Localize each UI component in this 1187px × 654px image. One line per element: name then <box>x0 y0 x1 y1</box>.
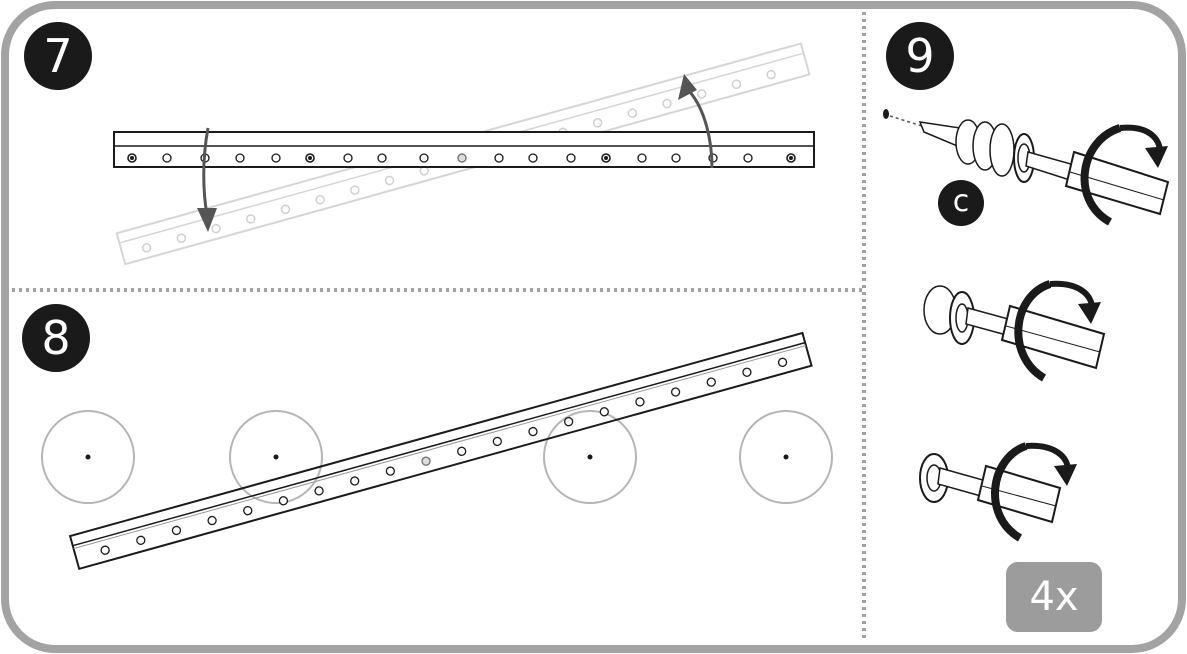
rail-hole <box>314 486 324 496</box>
rotate-arrow-icon <box>991 442 1028 542</box>
stud-marker-icon <box>41 410 135 504</box>
stud-marker-icon <box>739 410 833 504</box>
tilted-rail <box>68 331 813 571</box>
step7-panel <box>113 42 815 266</box>
rail-hole <box>494 153 504 163</box>
ghost-hole <box>592 118 603 128</box>
rail-hole <box>243 506 253 516</box>
rail-hole <box>419 153 429 163</box>
rail-hole <box>136 535 146 545</box>
rail-hole-dot <box>604 156 608 160</box>
ghost-hole <box>627 108 638 118</box>
screw-icon <box>919 453 991 503</box>
rail-hole-center <box>457 153 467 163</box>
rail-hole-dot <box>789 156 793 160</box>
quantity-badge: 4x <box>1006 562 1102 632</box>
rail-hole <box>100 545 110 555</box>
ghost-hole <box>211 223 221 234</box>
rail-hole <box>457 446 467 456</box>
rail-hole <box>492 436 502 447</box>
ghost-hole <box>315 194 325 205</box>
rail-hole-dot <box>308 156 312 160</box>
ghost-hole <box>141 243 152 253</box>
rail-hole <box>743 153 753 163</box>
step-8-badge: 8 <box>22 304 90 372</box>
rail-hole <box>385 466 396 476</box>
rail-hole <box>777 357 788 367</box>
screwdriver-icon <box>976 442 1077 542</box>
ghost-hole <box>696 89 707 99</box>
rail-hole <box>563 417 574 427</box>
level-rail <box>113 131 815 168</box>
ghost-hole <box>176 233 187 243</box>
ghost-hole <box>245 214 256 224</box>
rotate-arrow-icon <box>1014 280 1052 382</box>
rail-hole <box>235 153 245 163</box>
rail-hole <box>635 397 645 407</box>
ghost-hole <box>350 185 360 195</box>
rail-hole-center <box>421 456 431 466</box>
arrow-head-up <box>678 74 697 100</box>
rail-hole <box>528 153 538 163</box>
rail-hole <box>343 153 353 163</box>
wall-anchor-icon <box>918 119 1035 183</box>
stud-marker-icon <box>543 410 637 504</box>
step-9-badge: 9 <box>886 22 954 90</box>
rail-hole <box>566 153 576 163</box>
ghost-hole <box>280 204 291 215</box>
stud-marker-icon <box>229 410 323 504</box>
ghost-hole <box>384 175 395 186</box>
wall-hole <box>883 109 889 119</box>
rail-hole <box>207 515 217 526</box>
rail-hole <box>706 377 716 387</box>
rail-hole <box>162 153 172 163</box>
rail-hole <box>528 426 538 437</box>
rail-hole <box>637 153 647 163</box>
rotate-arrow-icon <box>1080 124 1122 226</box>
rotate-arrow-icon <box>202 127 210 216</box>
rail-hole <box>271 153 281 163</box>
screwdriver-icon <box>1025 124 1170 226</box>
rail-hole-dot <box>130 156 134 160</box>
part-c-badge: c <box>938 180 984 226</box>
screw-icon <box>923 285 1013 345</box>
ghost-hole <box>766 69 776 80</box>
step8-panel <box>41 331 833 571</box>
rail-hole <box>278 496 289 506</box>
rail-hole <box>350 476 360 486</box>
ghost-hole <box>662 98 672 109</box>
rail-hole <box>599 407 609 417</box>
guide-line <box>889 115 923 127</box>
rail-hole <box>171 525 182 536</box>
step9-panel <box>883 109 1170 542</box>
rotate-arrow-icon <box>688 91 714 169</box>
arrow-head-down <box>197 208 217 232</box>
step-7-badge: 7 <box>24 22 92 90</box>
rail-hole <box>670 387 681 397</box>
rail-hole <box>742 367 752 377</box>
rail-hole <box>671 153 681 163</box>
screwdriver-icon <box>1000 280 1106 382</box>
rail-hole <box>377 153 387 163</box>
ghost-hole <box>731 79 742 90</box>
